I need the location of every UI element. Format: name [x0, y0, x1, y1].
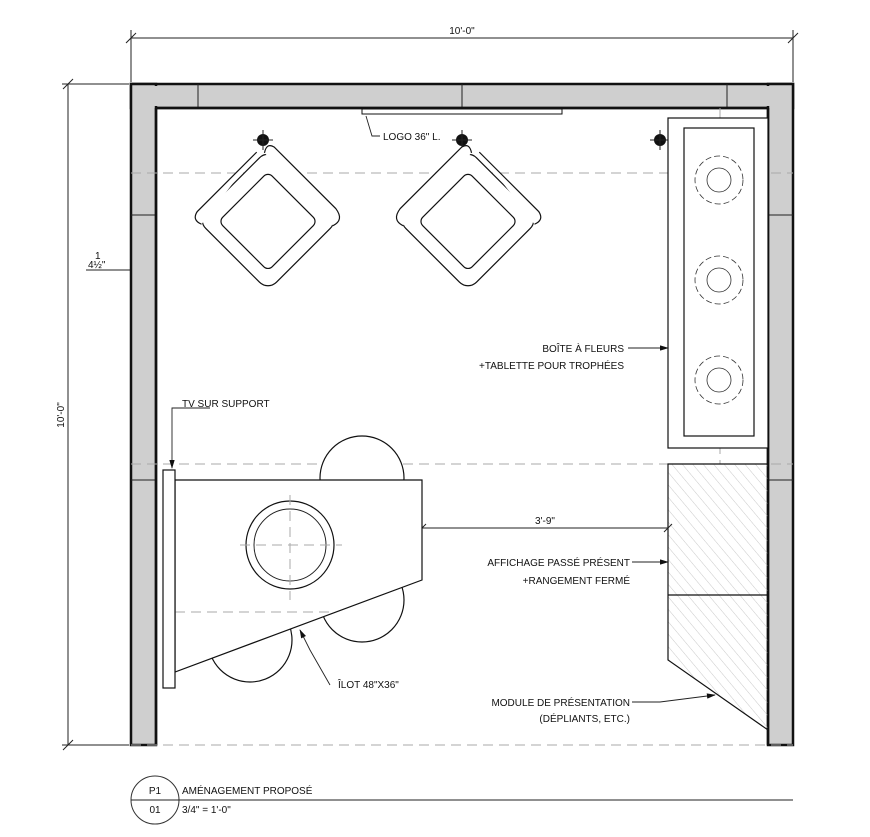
svg-text:4½": 4½" — [88, 260, 106, 271]
svg-text:3'-9": 3'-9" — [535, 516, 555, 527]
display-label-1: AFFICHAGE PASSÉ PRÉSENT — [487, 556, 630, 569]
walls — [129, 82, 795, 747]
display-cabinet: AFFICHAGE PASSÉ PRÉSENT +RANGEMENT FERMÉ… — [487, 463, 769, 732]
light-icon — [650, 130, 670, 150]
drawing-number: 01 — [149, 805, 161, 816]
sheet-id: P1 — [149, 786, 162, 797]
dimension-clearance: 3'-9" — [417, 516, 673, 533]
module-label-2: (DÉPLIANTS, ETC.) — [539, 712, 630, 725]
flower-box: BOÎTE À FLEURS +TABLETTE POUR TROPHÉES — [479, 117, 769, 449]
width-label: 10'-0" — [449, 26, 475, 37]
flower-box-label-2: +TABLETTE POUR TROPHÉES — [479, 359, 624, 372]
ceiling-lights — [253, 130, 670, 150]
armchair-left — [194, 145, 341, 287]
drawing-title: AMÉNAGEMENT PROPOSÉ — [182, 784, 313, 797]
logo-sign: LOGO 36" L. — [361, 108, 563, 143]
flower-icon — [694, 155, 744, 405]
dimension-width: 10'-0" — [125, 26, 799, 82]
light-icon — [253, 130, 273, 150]
tv-label: TV SUR SUPPORT — [182, 399, 270, 410]
height-label: 10'-0" — [56, 402, 67, 428]
title-block: P1 01 AMÉNAGEMENT PROPOSÉ 3/4" = 1'-0" — [130, 775, 793, 825]
armchair-right — [395, 145, 542, 287]
island: ÎLOT 48"X36" — [174, 479, 423, 691]
light-icon — [452, 130, 472, 150]
logo-label: LOGO 36" L. — [383, 132, 440, 143]
display-label-2: +RANGEMENT FERMÉ — [523, 574, 631, 587]
dimension-height: 10'-0" — [56, 78, 129, 751]
drawing-scale: 3/4" = 1'-0" — [182, 805, 231, 816]
svg-text:1: 1 — [95, 251, 101, 262]
module-label-1: MODULE DE PRÉSENTATION — [491, 696, 630, 709]
flower-box-label-1: BOÎTE À FLEURS — [542, 342, 624, 355]
tv-stand: TV SUR SUPPORT — [162, 399, 270, 689]
island-label: ÎLOT 48"X36" — [337, 678, 399, 691]
